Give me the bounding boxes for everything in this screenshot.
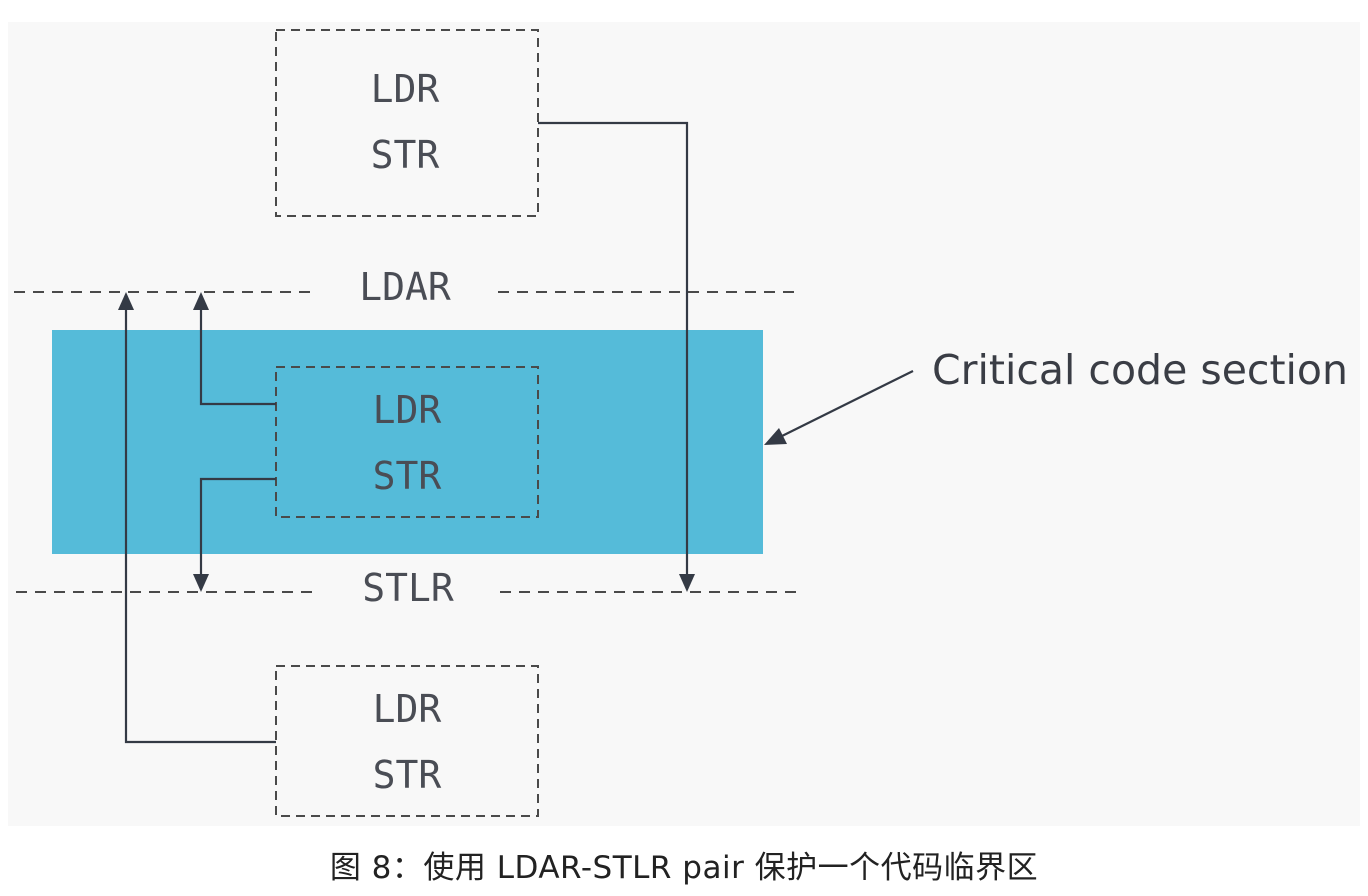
top-box-ldr: LDR bbox=[371, 67, 440, 111]
stlr-label: STLR bbox=[362, 566, 454, 610]
bottom-instruction-box bbox=[275, 665, 539, 817]
middle-ldr-to-ldar-connector bbox=[199, 306, 276, 406]
critical-section-callout-arrow-line bbox=[779, 370, 914, 438]
middle-ldr-to-ldar-arrowhead bbox=[193, 292, 209, 310]
top-box-str: STR bbox=[371, 133, 440, 177]
critical-section-band bbox=[52, 330, 763, 554]
bottom-box-to-ldar-connector bbox=[124, 306, 276, 744]
middle-box-str: STR bbox=[373, 454, 442, 498]
middle-box-ldr: LDR bbox=[373, 388, 442, 432]
critical-section-callout-label: Critical code section bbox=[932, 346, 1348, 394]
top-box-to-stlr-arrowhead bbox=[679, 574, 695, 592]
ldar-label: LDAR bbox=[359, 265, 451, 309]
critical-section-callout-arrowhead bbox=[764, 428, 787, 445]
bottom-box-to-ldar-arrowhead bbox=[118, 292, 134, 310]
top-instruction-box bbox=[275, 29, 539, 217]
middle-instruction-box bbox=[275, 366, 539, 518]
top-box-to-stlr-connector bbox=[538, 121, 689, 578]
middle-str-to-stlr-connector bbox=[199, 477, 276, 578]
middle-str-to-stlr-arrowhead bbox=[193, 574, 209, 592]
figure-caption: 图 8：使用 LDAR-STLR pair 保护一个代码临界区 bbox=[329, 850, 1039, 886]
bottom-box-str: STR bbox=[373, 753, 442, 797]
bottom-box-ldr: LDR bbox=[373, 687, 442, 731]
